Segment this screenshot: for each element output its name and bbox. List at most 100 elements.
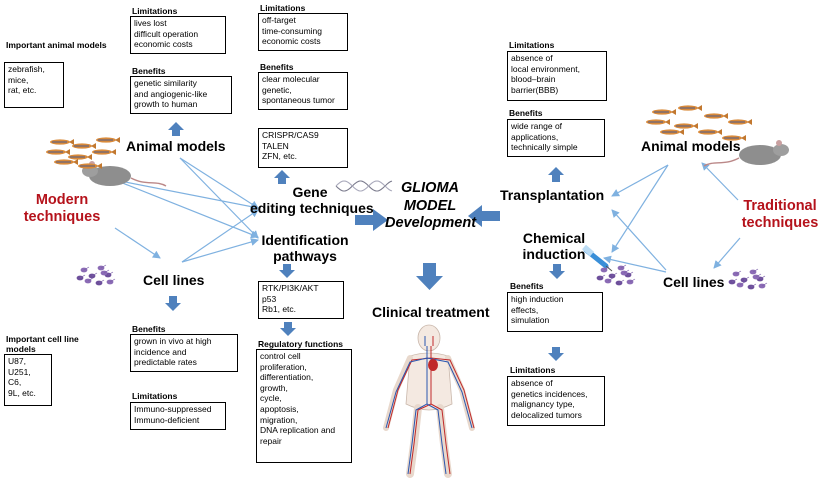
arrow-down-regulatory (280, 322, 296, 336)
list-item: genetic, (262, 84, 292, 95)
pathways-list-box: RTK/PI3K/AKT p53 Rb1, etc. (258, 281, 344, 319)
dna-helix-icon (335, 180, 393, 192)
chemical-induction-label: Chemical induction (522, 230, 586, 262)
list-item: p53 (262, 293, 277, 304)
right-connector-arrows (603, 162, 741, 273)
glioma-model-title: GLIOMA MODEL Development (385, 180, 477, 231)
arrow-left-center (468, 205, 500, 227)
list-item: Immuno-deficient (134, 414, 200, 425)
list-item: migration, (260, 414, 298, 425)
list-item: absence of (511, 378, 553, 388)
traditional-techniques-label: Traditional techniques (741, 198, 819, 231)
list-item: U251, (8, 366, 31, 377)
important-animal-models-header: Important animal models (6, 40, 107, 50)
list-item: mice, (8, 74, 29, 85)
arrow-down-clinical (416, 263, 443, 290)
left-cell-lines-label: Cell lines (143, 272, 205, 288)
list-item: genetic similarity (134, 78, 197, 88)
arrow-down-cell (165, 296, 181, 311)
list-item: delocalized tumors (511, 409, 582, 420)
list-item: absence of (511, 53, 553, 63)
human-body-icon (383, 324, 475, 478)
list-item: C6, (8, 377, 22, 388)
list-item: barrier(BBB) (511, 84, 559, 95)
left-animal-models-label: Animal models (126, 138, 226, 154)
list-item: applications, (511, 131, 559, 142)
list-item: growth, (260, 382, 288, 393)
transplant-benefits-box: wide range of applications, technically … (507, 119, 605, 157)
list-item: TALEN (262, 140, 289, 151)
list-item: Immuno-suppressed (134, 404, 212, 414)
regulatory-functions-header: Regulatory functions (258, 339, 344, 349)
list-item: technically simple (511, 142, 578, 153)
arrow-up-gene (274, 170, 290, 184)
cell-cluster-icon-right-2 (728, 268, 768, 290)
transplantation-label: Transplantation (500, 187, 605, 203)
list-item: DNA replication and (260, 425, 336, 436)
rat-icon-right (703, 140, 789, 167)
zebrafish-icon-left (46, 137, 120, 169)
list-item: difficult operation (134, 28, 199, 39)
chemical-limitations-box: absence of genetics incidences, malignan… (507, 376, 605, 426)
identification-pathways-label: Identification pathways (261, 232, 349, 264)
list-item: local environment, (511, 63, 580, 74)
list-item: repair (260, 435, 282, 446)
list-item: off-target (262, 15, 296, 25)
cell-benefits-box: grown in vivo at high incidence and pred… (130, 334, 238, 372)
gene-limitations-box: off-target time-consuming economic costs (258, 13, 348, 51)
transplant-limitations-header: Limitations (509, 40, 555, 50)
gene-benefits-header: Benefits (260, 62, 294, 72)
cell-benefits-header: Benefits (132, 324, 166, 334)
list-item: effects, (511, 304, 539, 315)
list-item: spontaneous tumor (262, 95, 335, 106)
list-item: simulation (511, 315, 550, 326)
cell-cluster-icon-right (596, 264, 636, 286)
chemical-benefits-box: high induction effects, simulation (507, 292, 603, 332)
list-item: malignancy type, (511, 399, 575, 410)
arrow-down-chemical (549, 264, 565, 279)
list-item: incidence and (134, 346, 187, 357)
list-item: U87, (8, 356, 26, 366)
list-item: apoptosis, (260, 403, 299, 414)
arrow-up-animal (168, 122, 184, 136)
list-item: CRISPR/CAS9 (262, 130, 319, 140)
list-item: blood–brain (511, 74, 556, 85)
list-item: economic costs (134, 39, 193, 50)
arrow-down-pathways (279, 264, 295, 278)
list-item: wide range of (511, 121, 563, 131)
list-item: control cell (260, 351, 301, 361)
important-cell-line-models-header: Important cell line models (6, 334, 79, 354)
list-item: predictable rates (134, 357, 197, 368)
arrow-up-transplant (548, 167, 564, 182)
list-item: and angiogenic-like (134, 88, 208, 99)
cell-limitations-header: Limitations (132, 391, 178, 401)
list-item: grown in vivo at high (134, 336, 212, 346)
list-item: ZFN, etc. (262, 151, 297, 162)
left-connector-arrows (114, 157, 259, 263)
syringe-icon (582, 244, 613, 272)
modern-techniques-label: Modern techniques (23, 192, 101, 225)
transplant-limitations-box: absence of local environment, blood–brai… (507, 51, 607, 101)
list-item: cycle, (260, 393, 282, 404)
right-animal-models-label: Animal models (641, 138, 741, 154)
list-item: RTK/PI3K/AKT (262, 283, 319, 293)
list-item: genetics incidences, (511, 388, 588, 399)
list-item: high induction (511, 294, 564, 304)
cell-limitations-box: Immuno-suppressed Immuno-deficient (130, 402, 226, 430)
right-cell-lines-label: Cell lines (663, 274, 725, 290)
arrow-right-center (355, 209, 388, 231)
list-item: economic costs (262, 36, 321, 47)
zebrafish-icon-right (646, 105, 752, 141)
important-animal-models-box: zebrafish, mice, rat, etc. (4, 62, 64, 108)
list-item: lives lost (134, 18, 167, 28)
list-item: differentiation, (260, 372, 314, 383)
list-item: Rb1, etc. (262, 304, 297, 315)
animal-benefits-header: Benefits (132, 66, 166, 76)
list-item: time-consuming (262, 25, 322, 36)
chemical-limitations-header: Limitations (510, 365, 556, 375)
gene-tools-box: CRISPR/CAS9 TALEN ZFN, etc. (258, 128, 348, 168)
gene-benefits-box: clear molecular genetic, spontaneous tum… (258, 72, 348, 110)
block-arrows (165, 122, 565, 361)
gene-limitations-header: Limitations (260, 3, 306, 13)
